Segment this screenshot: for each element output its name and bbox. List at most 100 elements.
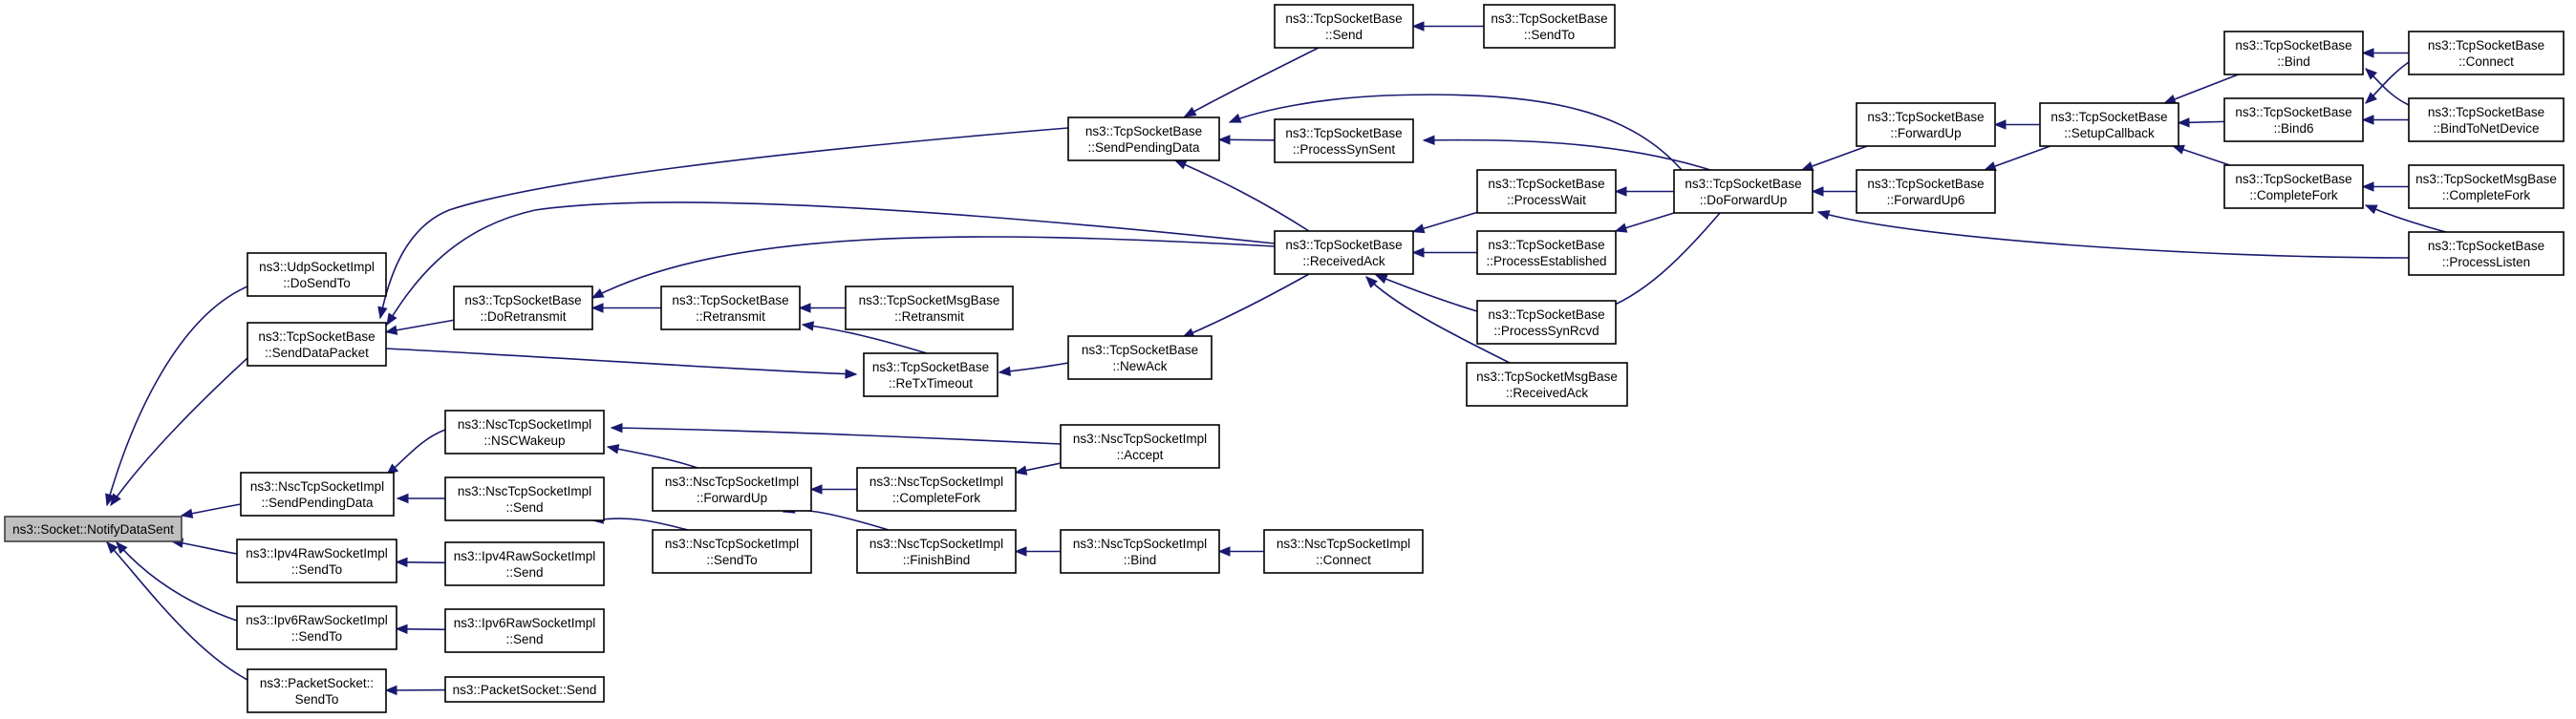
node-label-line: ns3::TcpSocketMsgBase	[2415, 172, 2557, 186]
graph-node[interactable]: ns3::TcpSocketBase::SendPendingData	[1067, 116, 1220, 161]
graph-node[interactable]: ns3::NscTcpSocketImpl::FinishBind	[856, 529, 1017, 574]
graph-node[interactable]: ns3::Ipv4RawSocketImpl::Send	[444, 541, 605, 586]
arrow-head-icon	[1411, 21, 1425, 32]
graph-node[interactable]: ns3::TcpSocketBase::Bind	[2223, 31, 2364, 75]
graph-node[interactable]: ns3::TcpSocketBase::ProcessEstablished	[1476, 230, 1617, 275]
graph-node[interactable]: ns3::NscTcpSocketImpl::Send	[444, 476, 605, 521]
node-label-line: ::Connect	[2458, 54, 2514, 69]
root-node[interactable]: ns3::Socket::NotifyDataSent	[4, 516, 182, 542]
call-edge	[801, 321, 928, 354]
graph-node[interactable]: ns3::TcpSocketBase::SetupCallback	[2039, 102, 2179, 147]
call-edge	[1800, 145, 1868, 171]
call-edge	[2177, 117, 2225, 128]
edges-layer	[105, 21, 2447, 696]
node-label-line: ns3::TcpSocketBase	[2235, 105, 2351, 119]
node-box	[4, 516, 182, 542]
call-edge	[1422, 135, 1711, 171]
node-box	[845, 285, 1014, 330]
call-edge	[1993, 119, 2040, 130]
arrow-head-icon	[2177, 117, 2190, 128]
graph-node[interactable]: ns3::Ipv6RawSocketImpl::SendTo	[236, 605, 397, 650]
graph-node[interactable]: ns3::Ipv6RawSocketImpl::Send	[444, 608, 605, 653]
graph-node[interactable]: ns3::TcpSocketMsgBase::ReceivedAck	[1466, 362, 1628, 407]
call-edge-line	[110, 357, 248, 506]
node-label-line: ::Retransmit	[894, 309, 964, 324]
call-edge	[606, 444, 698, 469]
call-edge	[1181, 273, 1310, 338]
graph-node[interactable]: ns3::TcpSocketBase::Send	[1274, 4, 1414, 49]
node-label-line: ::DoSendTo	[283, 276, 351, 290]
graph-node[interactable]: ns3::TcpSocketBase::ProcessWait	[1476, 169, 1617, 214]
graph-node[interactable]: ns3::TcpSocketMsgBase::Retransmit	[845, 285, 1014, 330]
arrow-head-icon	[998, 366, 1011, 377]
graph-node[interactable]: ns3::NscTcpSocketImpl::Bind	[1060, 529, 1220, 574]
graph-node[interactable]: ns3::NscTcpSocketImpl::Connect	[1263, 529, 1424, 574]
node-label-line: ns3::TcpSocketBase	[1867, 177, 1984, 191]
call-edge	[1816, 210, 2410, 259]
graph-node[interactable]: ns3::NscTcpSocketImpl::Accept	[1060, 424, 1220, 469]
call-edge	[809, 484, 857, 495]
graph-node[interactable]: ns3::TcpSocketBase::DoRetransmit	[453, 285, 593, 330]
node-label-line: ::CompleteFork	[2442, 188, 2531, 202]
graph-node[interactable]: ns3::TcpSocketBase::ProcessListen	[2408, 231, 2565, 276]
arrow-head-icon	[801, 321, 815, 331]
node-label-line: ns3::TcpSocketBase	[1867, 110, 1984, 124]
graph-node[interactable]: ns3::TcpSocketBase::BindToNetDevice	[2408, 97, 2565, 142]
arrow-head-icon	[1614, 222, 1628, 233]
arrow-head-icon	[396, 493, 409, 504]
node-label-line: ns3::TcpSocketBase	[2235, 38, 2351, 53]
graph-node[interactable]: ns3::TcpSocketBase::DoForwardUp	[1673, 169, 1814, 214]
graph-node[interactable]: ns3::TcpSocketBase::Bind6	[2223, 97, 2364, 142]
graph-node[interactable]: ns3::NscTcpSocketImpl::NSCWakeup	[444, 410, 605, 455]
call-edge-line	[106, 285, 248, 506]
call-edge	[377, 127, 1069, 320]
call-edge-line	[2365, 204, 2447, 233]
arrow-head-icon	[1014, 465, 1028, 476]
graph-node[interactable]: ns3::PacketSocket::SendTo	[247, 668, 387, 713]
graph-node[interactable]: ns3::NscTcpSocketImpl::CompleteFork	[856, 467, 1017, 512]
graph-node[interactable]: ns3::Ipv4RawSocketImpl::SendTo	[236, 539, 397, 583]
call-edge	[180, 503, 242, 518]
graph-node[interactable]: ns3::NscTcpSocketImpl::SendTo	[652, 529, 812, 574]
graph-node[interactable]: ns3::TcpSocketBase::Retransmit	[660, 285, 801, 330]
node-box	[2408, 97, 2565, 142]
graph-node[interactable]: ns3::TcpSocketBase::SendTo	[1483, 4, 1616, 49]
node-label-line: ::SetupCallback	[2064, 126, 2155, 140]
call-edge-line	[607, 446, 698, 469]
graph-node[interactable]: ns3::TcpSocketBase::SendDataPacket	[247, 322, 387, 367]
node-label-line: ::SendDataPacket	[265, 346, 369, 360]
graph-node[interactable]: ns3::TcpSocketBase::ProcessSynRcvd	[1476, 300, 1617, 345]
node-box	[2408, 164, 2565, 209]
graph-node[interactable]: ns3::TcpSocketBase::Connect	[2408, 31, 2565, 75]
arrow-head-icon	[809, 484, 823, 495]
call-edge	[998, 362, 1069, 377]
arrow-head-icon	[798, 303, 811, 313]
node-label-line: ns3::NscTcpSocketImpl	[250, 479, 384, 494]
graph-node[interactable]: ns3::TcpSocketBase::CompleteFork	[2223, 164, 2364, 209]
node-label-line: ::Connect	[1316, 553, 1371, 567]
graph-node[interactable]: ns3::UdpSocketImpl::DoSendTo	[247, 252, 387, 297]
graph-node[interactable]: ns3::TcpSocketMsgBase::CompleteFork	[2408, 164, 2565, 209]
call-edge	[1599, 212, 1721, 312]
graph-node[interactable]: ns3::TcpSocketBase::NewAck	[1067, 335, 1213, 380]
graph-node[interactable]: ns3::NscTcpSocketImpl::SendPendingData	[240, 472, 395, 517]
call-edge-line	[2164, 74, 2239, 104]
graph-node[interactable]: ns3::TcpSocketBase::ForwardUp	[1856, 102, 1996, 147]
graph-node[interactable]: ns3::TcpSocketBase::ProcessSynSent	[1274, 118, 1414, 163]
node-box	[247, 322, 387, 367]
node-box	[1274, 118, 1414, 163]
arrow-head-icon	[1422, 135, 1435, 146]
arrow-head-icon	[590, 288, 605, 299]
arrow-head-icon	[1993, 119, 2007, 130]
call-edge	[590, 236, 1276, 299]
arrow-head-icon	[1800, 161, 1814, 171]
node-box	[444, 676, 605, 703]
graph-node[interactable]: ns3::NscTcpSocketImpl::ForwardUp	[652, 467, 812, 512]
node-label-line: ::Send	[505, 500, 543, 515]
graph-node[interactable]: ns3::PacketSocket::Send	[444, 676, 605, 703]
graph-node[interactable]: ns3::TcpSocketBase::ReTxTimeout	[863, 352, 998, 397]
node-box	[1466, 362, 1628, 407]
arrow-head-icon	[384, 685, 397, 696]
graph-node[interactable]: ns3::TcpSocketBase::ForwardUp6	[1856, 169, 1996, 214]
graph-node[interactable]: ns3::TcpSocketBase::ReceivedAck	[1274, 230, 1414, 275]
